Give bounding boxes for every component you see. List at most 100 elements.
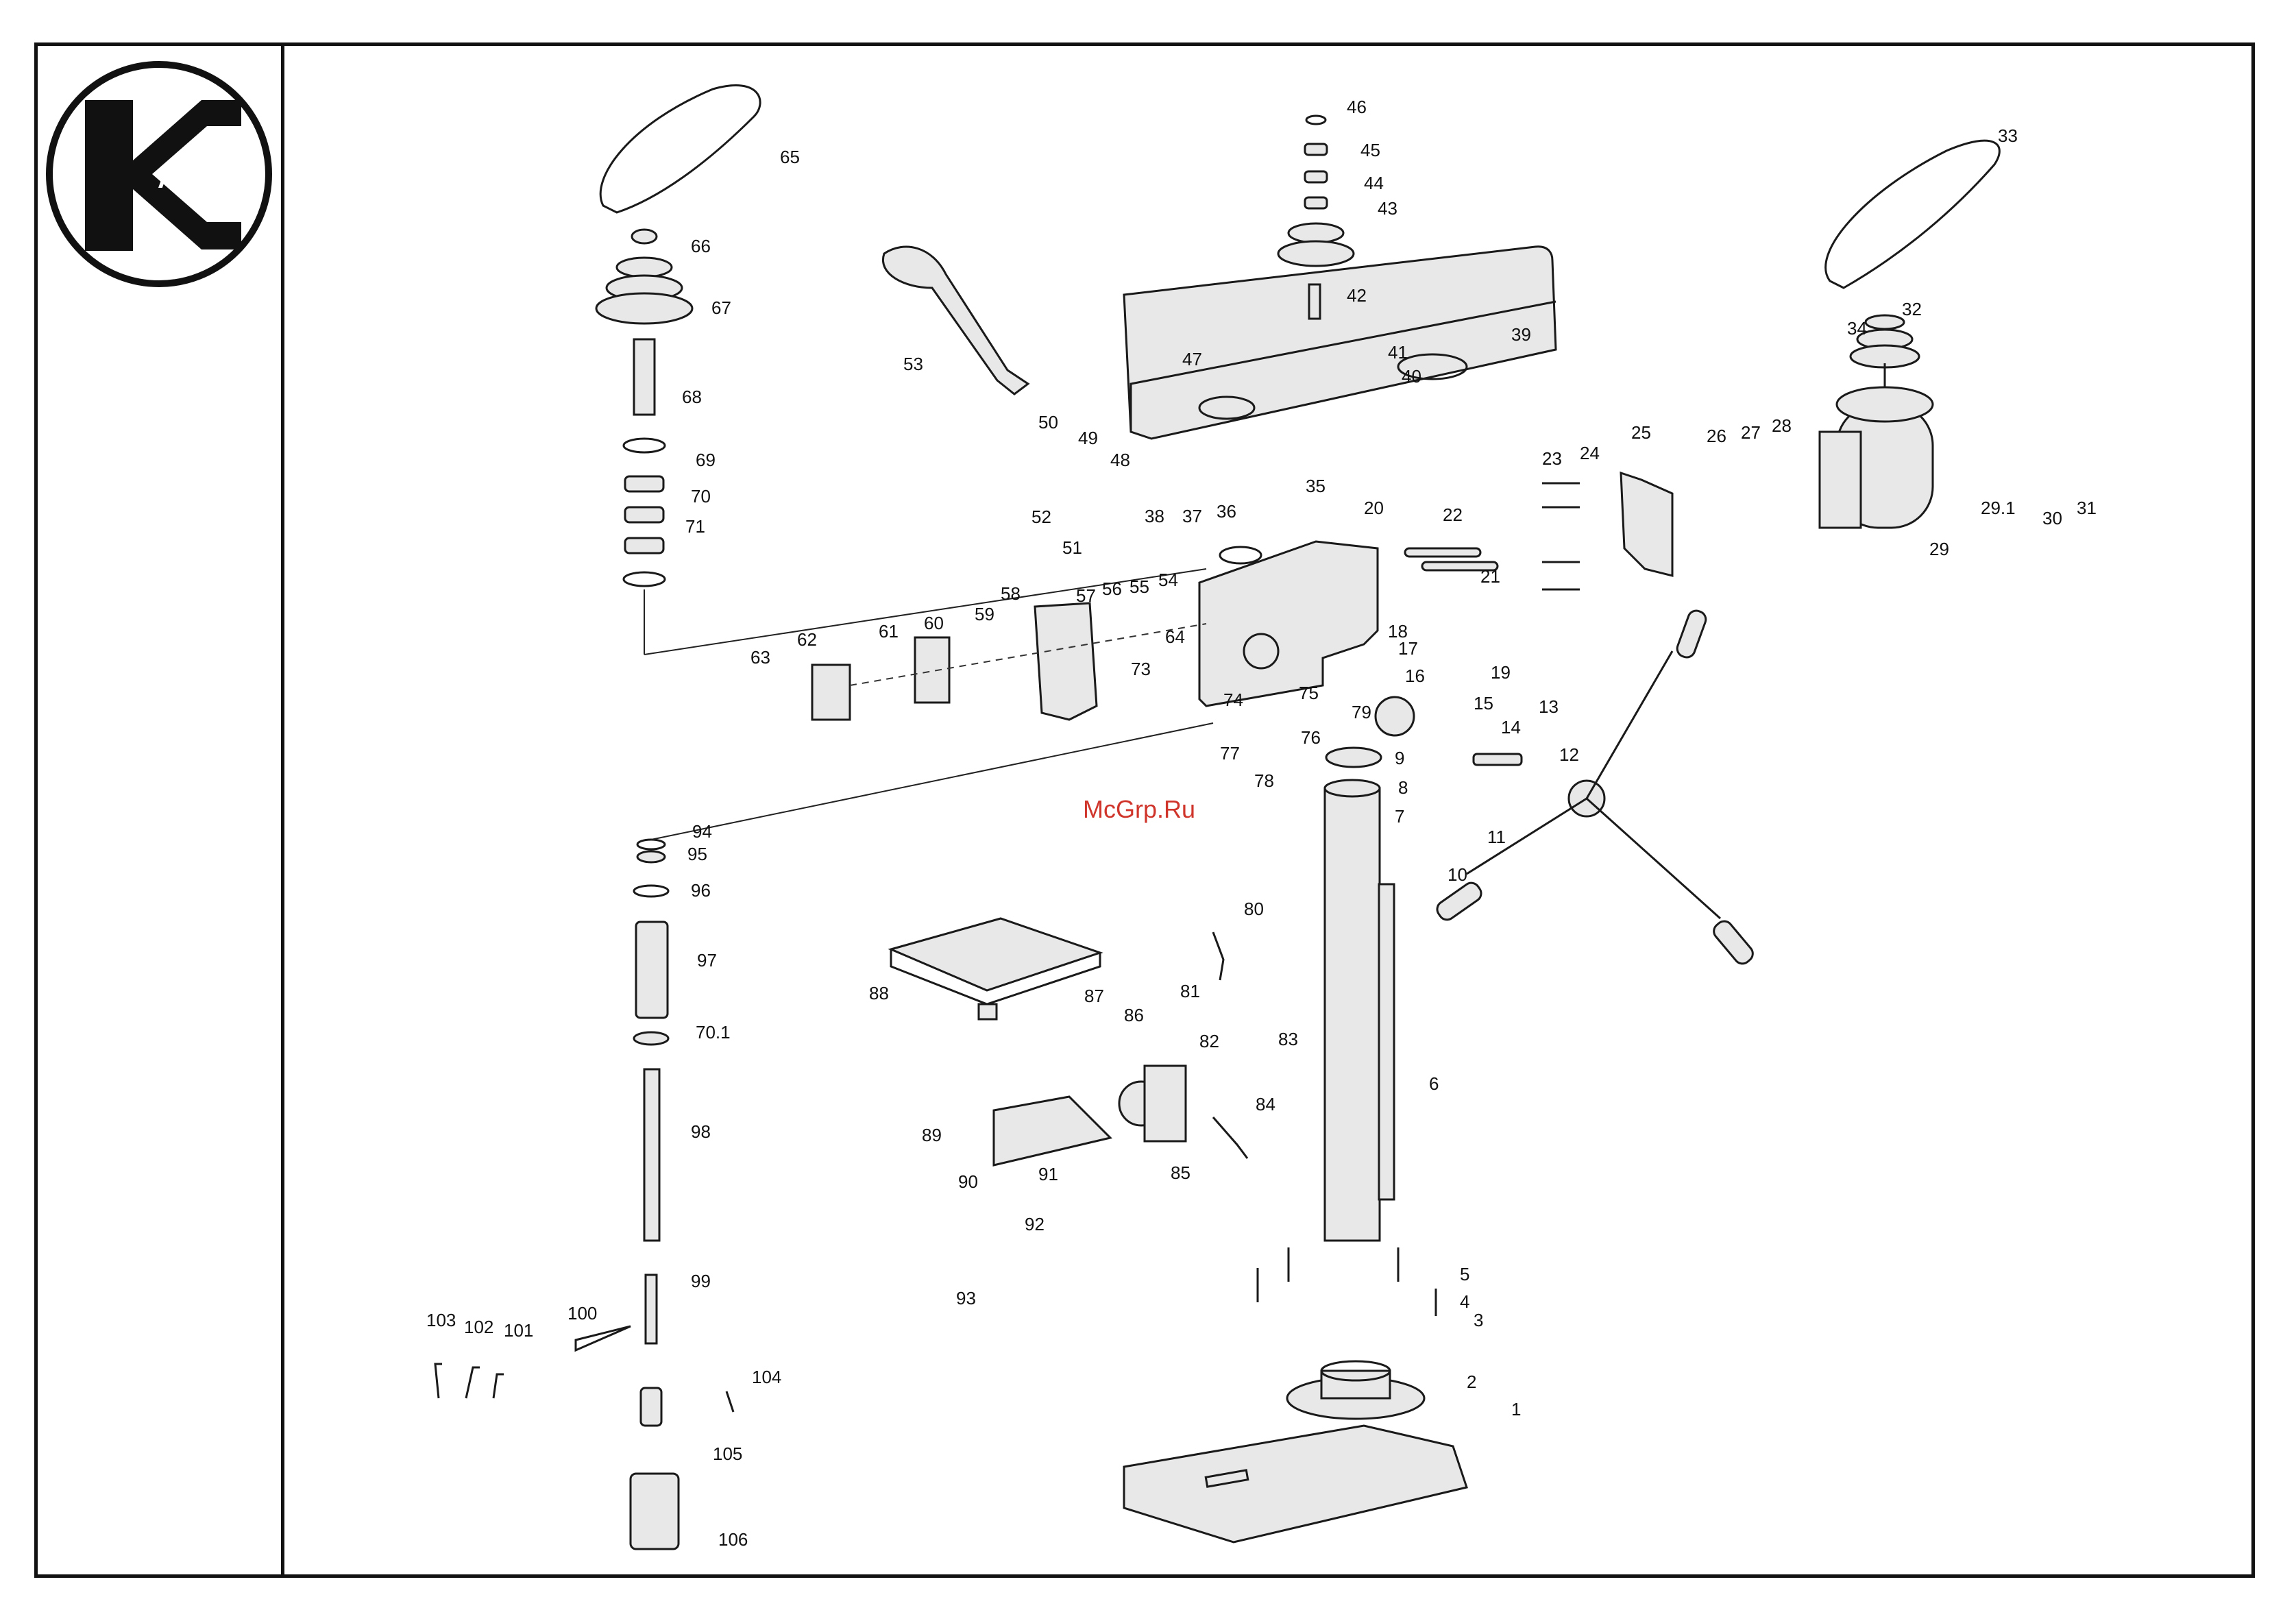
label-98: 98 [691, 1121, 711, 1142]
label-84: 84 [1256, 1094, 1275, 1114]
belt-33 [1824, 139, 2001, 289]
label-89: 89 [922, 1125, 942, 1145]
label-2: 2 [1467, 1372, 1476, 1392]
label-19: 19 [1491, 662, 1511, 683]
label-93: 93 [956, 1288, 976, 1308]
chuck-guard-106 [629, 1472, 680, 1550]
label-86: 86 [1124, 1005, 1144, 1025]
label-103: 103 [426, 1310, 456, 1330]
label-94: 94 [692, 821, 712, 842]
watermark-text: McGrp.Ru [1083, 795, 1196, 823]
bearing-70 [624, 475, 665, 493]
label-31: 31 [2077, 498, 2097, 518]
feed-handle-12 [1436, 609, 1754, 965]
column-7 [1323, 746, 1382, 1242]
label-9: 9 [1395, 748, 1404, 768]
label-105: 105 [713, 1443, 742, 1464]
belt-65 [599, 84, 761, 214]
label-29: 29 [1929, 539, 1949, 559]
label-22: 22 [1443, 504, 1463, 525]
cover-plate-61 [914, 636, 951, 704]
label-92: 92 [1025, 1214, 1045, 1234]
label-91: 91 [1038, 1164, 1058, 1184]
label-7: 7 [1395, 806, 1404, 827]
arbor-99 [644, 1273, 658, 1345]
label-100: 100 [567, 1303, 597, 1324]
label-27: 27 [1741, 422, 1761, 443]
label-88: 88 [869, 983, 889, 1003]
label-38: 38 [1145, 506, 1164, 526]
label-73: 73 [1131, 659, 1151, 679]
label-13: 13 [1539, 696, 1559, 717]
label-97: 97 [697, 950, 717, 971]
label-55: 55 [1129, 576, 1149, 597]
label-48: 48 [1110, 450, 1130, 470]
ring-94 [636, 838, 666, 851]
label-90: 90 [958, 1171, 978, 1192]
label-87: 87 [1084, 986, 1104, 1006]
label-29-1: 29.1 [1981, 498, 2016, 518]
logo-text: АЛИБР [158, 164, 255, 194]
label-71: 71 [685, 516, 705, 537]
label-82: 82 [1199, 1031, 1219, 1051]
label-21: 21 [1480, 566, 1500, 587]
label-104: 104 [752, 1367, 781, 1387]
label-67: 67 [711, 297, 731, 318]
label-25: 25 [1631, 422, 1651, 443]
label-78: 78 [1254, 770, 1274, 791]
label-70-1: 70.1 [696, 1022, 731, 1043]
label-45: 45 [1360, 140, 1380, 160]
ring-96 [633, 884, 670, 898]
hex-keys-101-103 [434, 1363, 504, 1399]
ring-69 [622, 437, 666, 454]
center-pulley-43 [1277, 114, 1355, 320]
label-10: 10 [1448, 864, 1467, 885]
label-77: 77 [1220, 743, 1240, 764]
label-62: 62 [797, 629, 817, 650]
title-block-divider [281, 42, 284, 1578]
exploded-parts-diagram: 1 2 3 4 5 6 7 8 9 10 11 12 13 14 15 16 1… [426, 84, 2097, 1550]
switch-box-58 [1034, 602, 1098, 721]
label-1: 1 [1511, 1399, 1521, 1419]
label-95: 95 [687, 844, 707, 864]
label-34: 34 [1847, 318, 1867, 339]
drawing-frame [34, 42, 2255, 1578]
label-23: 23 [1542, 448, 1562, 469]
label-11: 11 [1487, 827, 1506, 847]
bolts-23 [1542, 482, 1580, 591]
label-41: 41 [1388, 342, 1408, 363]
label-5: 5 [1460, 1264, 1469, 1284]
label-59: 59 [975, 604, 994, 624]
handle-53 [881, 245, 1030, 395]
label-85: 85 [1171, 1162, 1190, 1183]
label-39: 39 [1511, 324, 1531, 345]
label-76: 76 [1301, 727, 1321, 748]
label-49: 49 [1078, 428, 1098, 448]
motor-bracket-25 [1620, 471, 1674, 577]
base-1 [1123, 1424, 1468, 1544]
spindle-sleeve-68 [633, 338, 656, 416]
label-64: 64 [1165, 626, 1185, 647]
motor-29 [1818, 386, 1934, 529]
label-3: 3 [1474, 1310, 1483, 1330]
label-83: 83 [1278, 1029, 1298, 1049]
label-44: 44 [1364, 173, 1384, 193]
label-106: 106 [718, 1529, 748, 1550]
label-53: 53 [903, 354, 923, 374]
label-15: 15 [1474, 693, 1493, 714]
ring-69b [622, 571, 666, 587]
label-37: 37 [1182, 506, 1202, 526]
base-bolts-3-4-5 [1256, 1247, 1437, 1316]
label-65: 65 [780, 147, 800, 167]
table-bracket-85 [992, 1064, 1187, 1167]
label-35: 35 [1306, 476, 1326, 496]
label-51: 51 [1062, 537, 1082, 558]
lever-80 [1212, 931, 1225, 981]
chuck-key-104 [725, 1391, 735, 1413]
label-69: 69 [696, 450, 716, 470]
label-56: 56 [1102, 578, 1122, 599]
rods-21-22 [1404, 547, 1499, 572]
label-32: 32 [1902, 299, 1922, 319]
label-99: 99 [691, 1271, 711, 1291]
label-102: 102 [464, 1317, 493, 1337]
